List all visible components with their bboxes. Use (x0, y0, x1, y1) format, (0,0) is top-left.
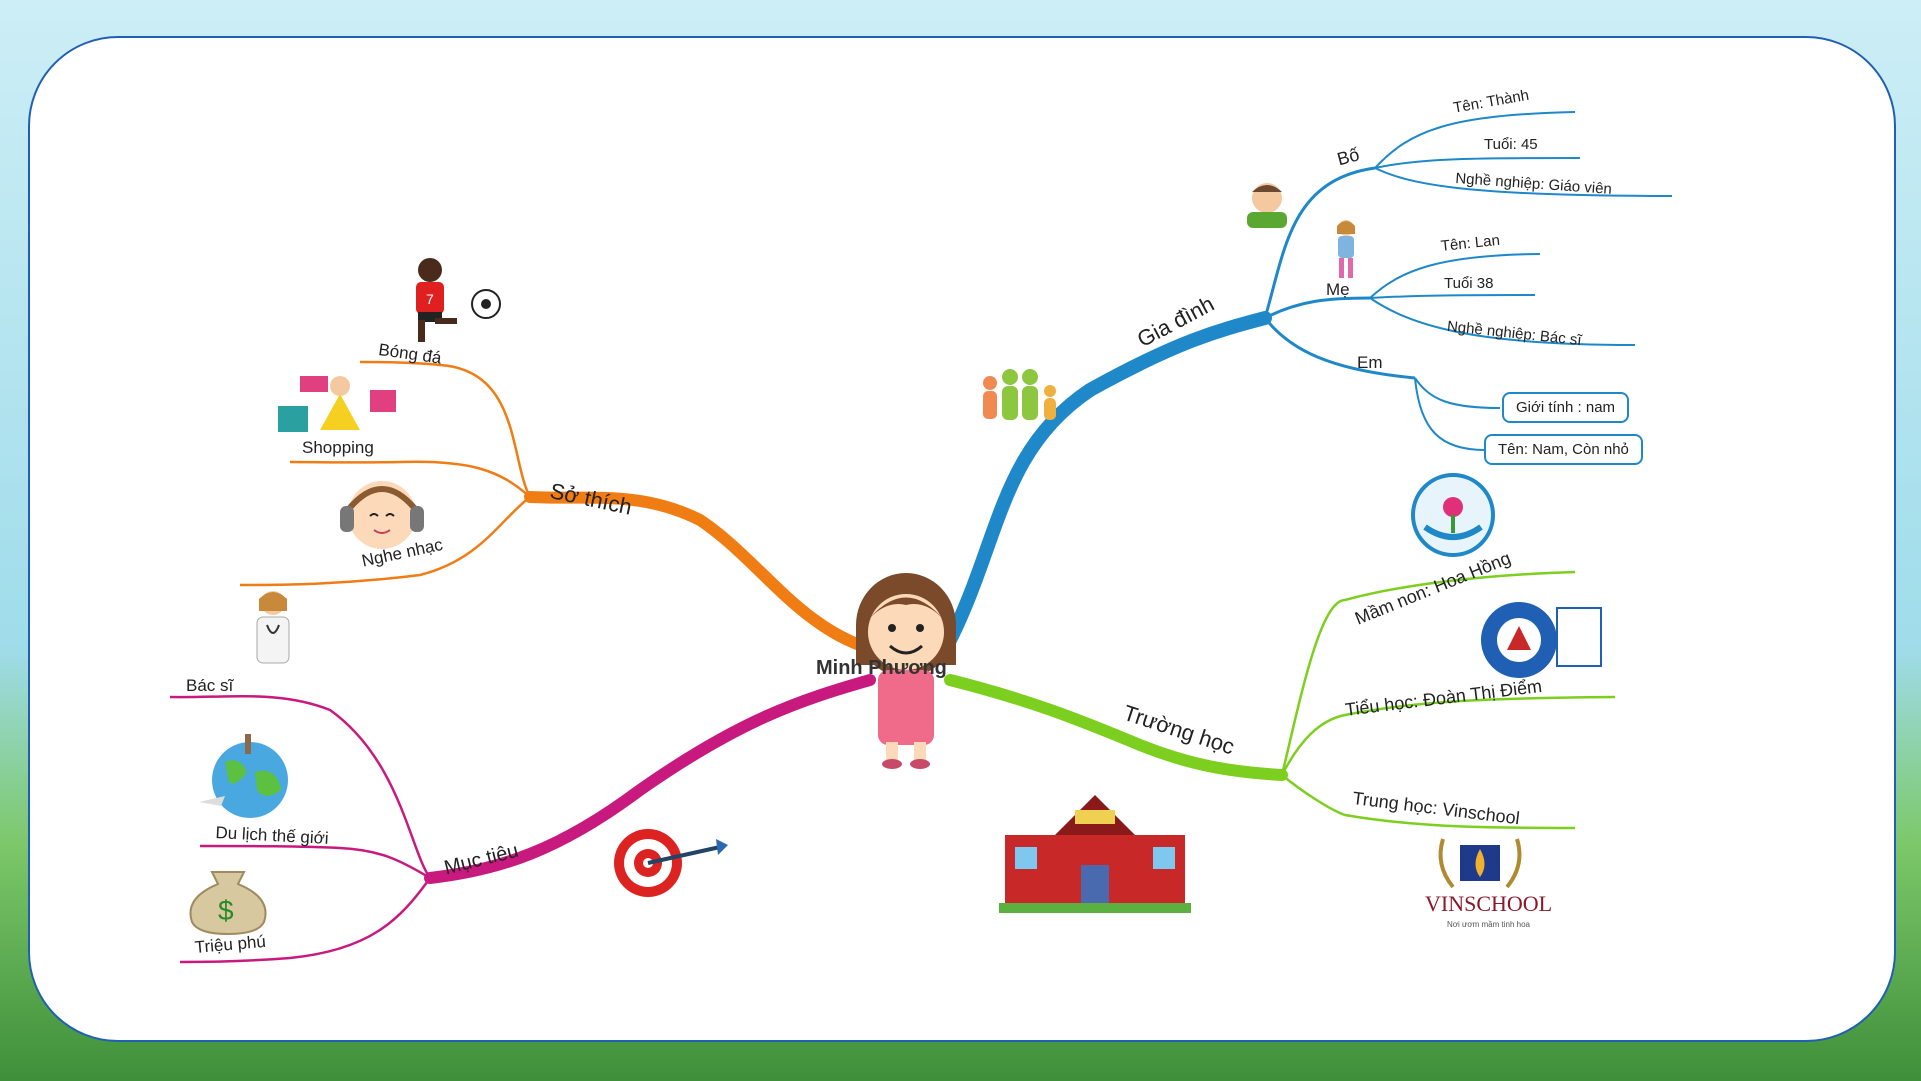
branch-nghe-nhac (239, 496, 531, 587)
hoa-hong-logo-icon (1411, 473, 1495, 557)
branch-truong-hoc-main (944, 674, 1288, 781)
branch-gia-dinh-main (943, 311, 1272, 647)
branch-muc-tieu-main (424, 674, 876, 884)
box-em-gioi-tinh: Giới tính : nam (1502, 392, 1630, 423)
branch-em-ten (1414, 377, 1486, 451)
family-icon (983, 369, 1056, 420)
branch-me (1264, 296, 1371, 320)
branch-so-thich-main (524, 491, 881, 656)
world-travel-icon (199, 734, 288, 818)
center-name: Minh Phương (816, 657, 947, 679)
branch-du-lich (199, 844, 431, 880)
father-icon (1247, 183, 1287, 228)
branch-bac-si (169, 695, 432, 879)
music-listener-icon (340, 481, 424, 549)
label-me: Mẹ (1326, 280, 1350, 299)
branch-em-gioi (1414, 377, 1501, 409)
target-icon (614, 829, 728, 897)
branch-mam-non (1280, 570, 1576, 776)
girl-avatar-icon (856, 573, 956, 769)
mother-icon (1337, 220, 1355, 278)
mindmap-card (28, 36, 1896, 1042)
branch-bo-ten (1374, 111, 1576, 169)
branch-me-nghe (1369, 297, 1636, 346)
box-em-ten: Tên: Nam, Còn nhỏ (1484, 434, 1643, 465)
shopping-girl-icon (278, 376, 396, 432)
branch-bo (1263, 166, 1376, 319)
branch-trieu-phu (179, 877, 432, 964)
label-em: Em (1357, 353, 1383, 372)
school-building-icon (999, 795, 1191, 913)
branch-bong-da (359, 360, 532, 498)
doan-thi-diem-logo-icon (1481, 602, 1602, 678)
money-bag-icon: $ (189, 871, 267, 936)
branch-em (1263, 317, 1416, 380)
vinschool-logo-text: VINSCHOOL (1425, 891, 1552, 916)
vinschool-logo-icon: VINSCHOOL Nơi ươm mầm tinh hoa (1425, 838, 1552, 929)
branch-shopping (289, 460, 531, 498)
svg-text:7: 7 (426, 291, 434, 307)
branch-bo-nghe (1374, 167, 1673, 197)
branch-tieu-hoc (1280, 695, 1616, 776)
doctor-icon (256, 591, 290, 664)
label-bac-si: Bác sĩ (186, 676, 234, 695)
branch-me-tuoi (1369, 294, 1536, 299)
label-shopping: Shopping (302, 438, 374, 457)
branch-bo-tuoi (1374, 157, 1581, 169)
label-bo-tuoi: Tuổi: 45 (1484, 136, 1538, 153)
soccer-player-icon: 7 (416, 258, 501, 342)
branch-me-ten (1369, 253, 1541, 299)
vinschool-slogan: Nơi ươm mầm tinh hoa (1447, 920, 1531, 929)
svg-text:$: $ (218, 895, 234, 926)
label-me-tuoi: Tuổi 38 (1444, 275, 1494, 292)
branch-trung-hoc (1281, 774, 1576, 830)
